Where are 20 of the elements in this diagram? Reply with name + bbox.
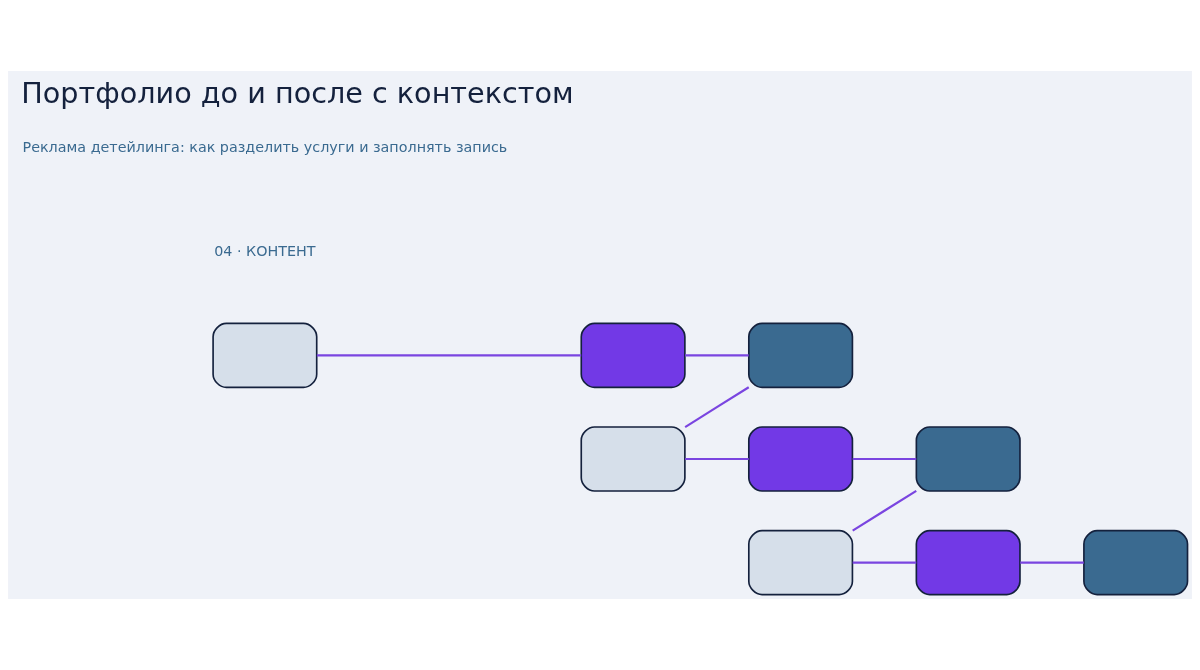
- node-box: [748, 426, 854, 492]
- connector: [316, 354, 582, 357]
- connector: [1020, 561, 1084, 564]
- node-box: [580, 322, 686, 389]
- node-box: [748, 322, 854, 389]
- connector: [685, 457, 749, 461]
- connector: [852, 561, 917, 564]
- label: 04 · КОНТЕНТ: [214, 242, 316, 259]
- node-box: [748, 529, 854, 596]
- connector: [852, 489, 917, 532]
- connector: [852, 457, 917, 461]
- node-box: [915, 529, 1021, 596]
- node-box: [580, 426, 686, 492]
- label: Реклама детейлинга: как разделить услуги и заполнять запись: [22, 138, 508, 155]
- node-box: [915, 426, 1021, 492]
- diagram-title: Портфолио до и после с контекстом: [21, 75, 574, 110]
- node-box: [1083, 529, 1189, 596]
- connector: [685, 354, 749, 357]
- connector: [684, 386, 750, 428]
- node-box: [212, 322, 318, 389]
